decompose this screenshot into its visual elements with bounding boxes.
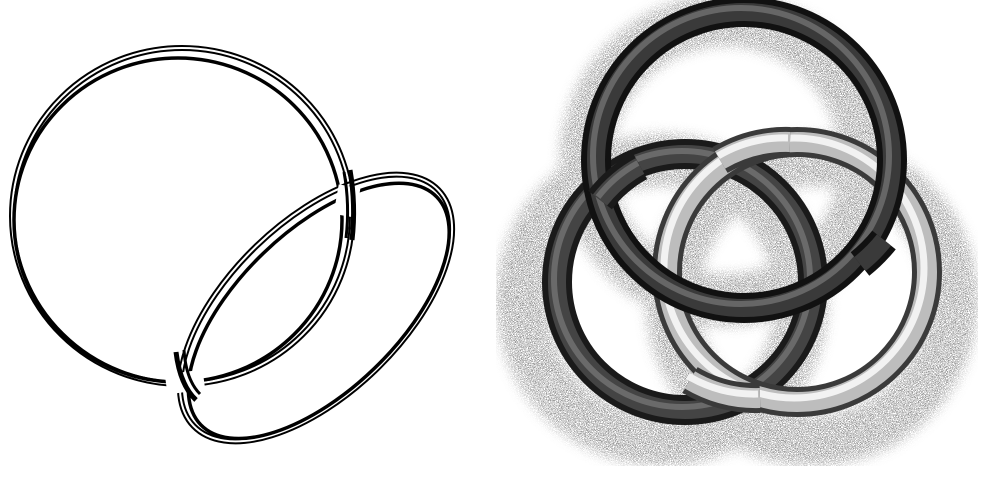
tilted-elliptical-ring xyxy=(134,128,498,480)
large-circular-ring xyxy=(12,48,352,384)
right-panel xyxy=(522,8,952,440)
left-panel xyxy=(12,48,498,480)
